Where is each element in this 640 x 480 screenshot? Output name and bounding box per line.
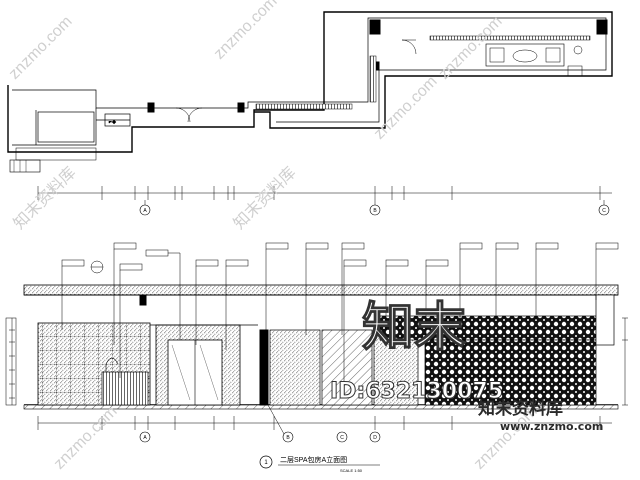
svg-text:⌐ ◆: ⌐ ◆ — [109, 119, 116, 124]
plan-column — [147, 102, 155, 113]
plan-grid-bubbles: A B C — [139, 200, 610, 216]
elevation-lattice-screen — [379, 315, 597, 341]
section-callout — [259, 455, 273, 469]
watermark-site: znzmo.com — [211, 0, 281, 63]
material-tag — [535, 242, 559, 320]
grid-bubble-label: A — [143, 208, 147, 214]
elevation-bubble-label: A — [143, 435, 147, 441]
material-tags — [61, 242, 619, 390]
material-tag — [265, 242, 289, 335]
watermark-logo-text: 知末 — [362, 298, 466, 358]
plan-sofa — [485, 43, 565, 67]
plan-small-room — [37, 111, 95, 143]
watermark-brand: 知末资料库 — [230, 164, 299, 233]
watermark-id: ID:632130075 — [330, 379, 503, 404]
material-tag — [119, 263, 143, 378]
material-tag — [195, 259, 219, 345]
elevation-dimension-line — [37, 416, 612, 430]
material-tag — [595, 242, 619, 300]
callout-number: 1 — [264, 460, 268, 466]
grid-bubble-label: C — [602, 208, 606, 214]
elevation-bubble-d: D — [369, 431, 381, 443]
plan-corridor-wall — [12, 108, 130, 146]
elevation-scale: SCALE 1:50 — [340, 468, 363, 473]
elevation-title-block: 1 二层SPA包房A立面图 SCALE 1:50 — [259, 455, 380, 473]
plan-dimension-line — [37, 186, 612, 200]
plan-door-swing — [175, 107, 203, 123]
grid-bubble-a: A — [139, 200, 151, 216]
plan-outer-wall — [7, 11, 613, 153]
elevation-ceiling-slab — [23, 284, 619, 296]
material-tag — [425, 259, 449, 340]
material-tag — [341, 242, 365, 335]
material-tag — [459, 242, 483, 320]
plan-counter — [255, 103, 353, 110]
watermark-footer-brand: 知末资料库 — [477, 398, 563, 419]
elevation-bubble-label: B — [286, 435, 290, 441]
watermark-site: znzmo.com — [371, 73, 441, 143]
material-tag — [343, 259, 367, 390]
watermark-footer-site: www.znzmo.com — [500, 420, 603, 433]
material-tag — [385, 259, 409, 330]
watermark-brand: 知末资料库 — [10, 164, 79, 233]
plan-column — [237, 102, 245, 113]
material-tag — [225, 259, 249, 350]
elevation-grid-bubbles: A B C D — [139, 404, 381, 443]
material-tag — [495, 242, 519, 320]
floor-plan: ⌐ ◆ — [7, 11, 613, 173]
watermark-site: znzmo.com — [51, 403, 121, 473]
material-tag — [145, 249, 181, 340]
plan-inner-wall — [12, 17, 607, 123]
grid-bubble-c: C — [598, 200, 610, 216]
plan-column — [369, 19, 381, 35]
grid-bubble-b: B — [369, 200, 381, 216]
elevation-bubble-b: B — [282, 431, 294, 443]
elevation-title: 二层SPA包房A立面图 — [280, 455, 347, 464]
grid-bubble-label: B — [373, 208, 377, 214]
elevation-dark-column — [259, 329, 269, 406]
plan-column — [596, 19, 608, 35]
elevation-vanity — [101, 371, 149, 406]
elevation-bubble-a: A — [139, 431, 151, 443]
elevation-bubble-c: C — [336, 431, 348, 443]
elevation-bubble-label: C — [340, 435, 344, 441]
elevation-bubble-label: D — [373, 435, 377, 441]
watermark-site: znzmo.com — [6, 13, 76, 83]
elevation-view — [5, 284, 628, 410]
elevation-glass-panel — [269, 329, 321, 406]
material-tag — [305, 242, 329, 335]
material-tag — [61, 259, 85, 330]
material-tag — [113, 242, 137, 345]
